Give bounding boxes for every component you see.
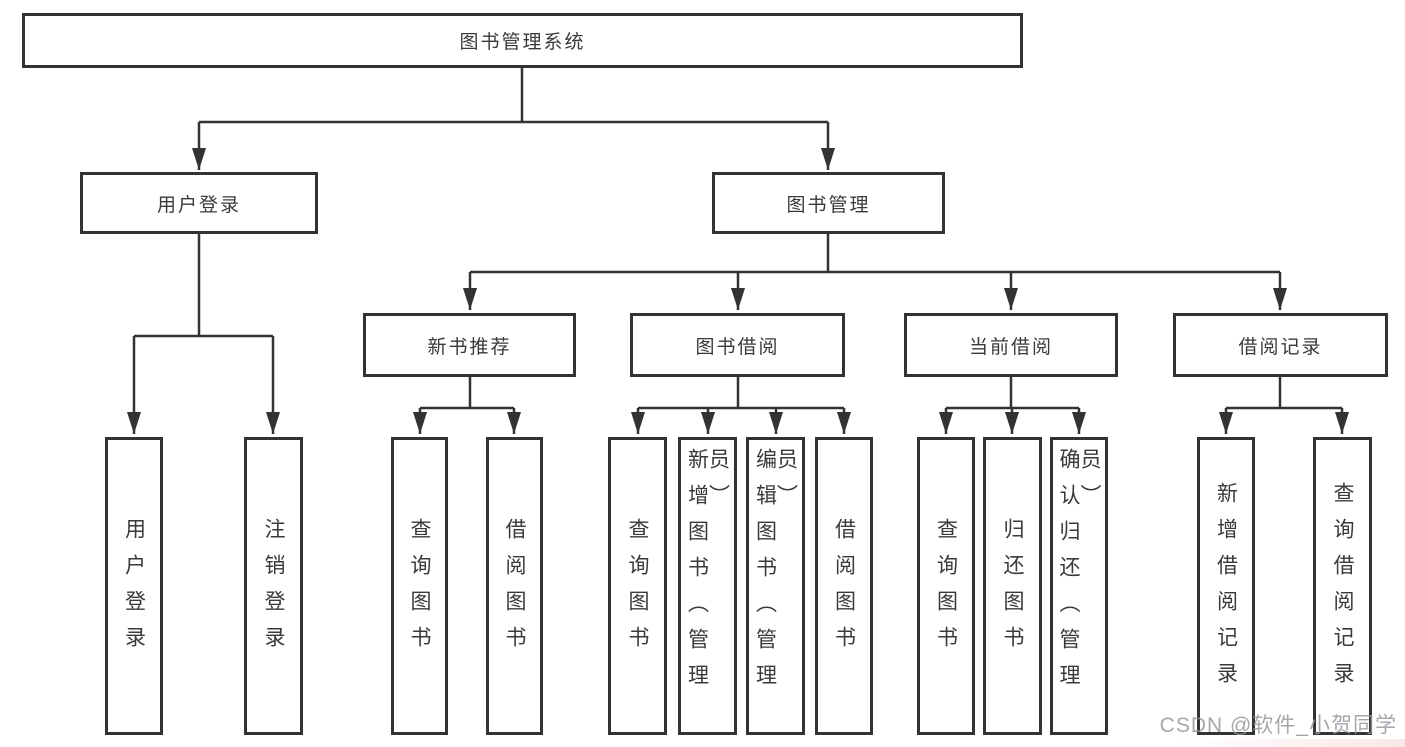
node-book-borrow: 图书借阅 <box>630 313 845 377</box>
node-label: 图书管理 <box>786 194 871 216</box>
leaf-add-books-admin: 新增图书（管理员） <box>678 437 737 735</box>
leaf-label: 查询借阅记录 <box>1331 482 1354 698</box>
leaf-label: 借阅图书 <box>503 518 526 662</box>
connector-newbook-stem <box>420 377 514 410</box>
leaf-label: 归还图书 <box>1001 518 1024 662</box>
csdn-watermark: CSDN @软件_小贺同学 <box>1159 714 1397 737</box>
leaf-add-borrow-record: 新增借阅记录 <box>1197 437 1255 735</box>
leaf-query-books-current: 查询图书 <box>917 437 975 735</box>
node-book-management-branch: 图书管理 <box>712 172 945 234</box>
connector-current-stem <box>946 377 1079 410</box>
node-root-label: 图书管理系统 <box>459 32 586 53</box>
node-label: 借阅记录 <box>1238 336 1323 358</box>
connector-bookmgmt-stem <box>470 234 1280 274</box>
node-root-system: 图书管理系统 <box>22 13 1023 68</box>
leaf-label: 新增借阅记录 <box>1214 482 1238 698</box>
node-label: 用户登录 <box>156 194 241 216</box>
leaf-user-login: 用户登录 <box>105 437 163 735</box>
leaf-edit-books-admin: 编辑图书（管理员） <box>746 437 805 735</box>
leaf-label: 新增图书（管理员） <box>685 448 730 700</box>
node-new-book-recommend: 新书推荐 <box>363 313 576 377</box>
watermark-tint-strip <box>1175 739 1405 747</box>
leaf-label: 注销登录 <box>262 518 285 662</box>
leaf-borrow-books: 借阅图书 <box>815 437 873 735</box>
leaf-confirm-return-admin: 确认归还（管理员） <box>1050 437 1108 735</box>
leaf-query-books-recommend: 查询图书 <box>391 437 448 735</box>
node-user-login-branch: 用户登录 <box>80 172 318 234</box>
leaf-return-books: 归还图书 <box>983 437 1042 735</box>
leaf-label: 查询图书 <box>934 518 958 662</box>
connector-borrow-stem <box>638 377 844 410</box>
leaf-label: 借阅图书 <box>832 518 856 662</box>
connector-records-stem <box>1226 377 1342 410</box>
leaf-label: 查询图书 <box>626 518 649 662</box>
node-borrow-records: 借阅记录 <box>1173 313 1388 377</box>
leaf-borrow-books-recommend: 借阅图书 <box>486 437 543 735</box>
node-label: 新书推荐 <box>427 336 512 358</box>
leaf-logout: 注销登录 <box>244 437 303 735</box>
leaf-query-borrow-record: 查询借阅记录 <box>1313 437 1372 735</box>
connector-root-stem <box>199 68 828 124</box>
leaf-label: 查询图书 <box>408 518 431 662</box>
node-label: 当前借阅 <box>968 336 1053 358</box>
node-current-borrow: 当前借阅 <box>904 313 1118 377</box>
leaf-label: 用户登录 <box>122 518 146 662</box>
leaf-query-books-borrow: 查询图书 <box>608 437 667 735</box>
node-label: 图书借阅 <box>695 336 780 358</box>
connector-userlogin-stem <box>134 234 273 338</box>
leaf-label: 确认归还（管理员） <box>1057 448 1101 700</box>
leaf-label: 编辑图书（管理员） <box>753 448 798 700</box>
